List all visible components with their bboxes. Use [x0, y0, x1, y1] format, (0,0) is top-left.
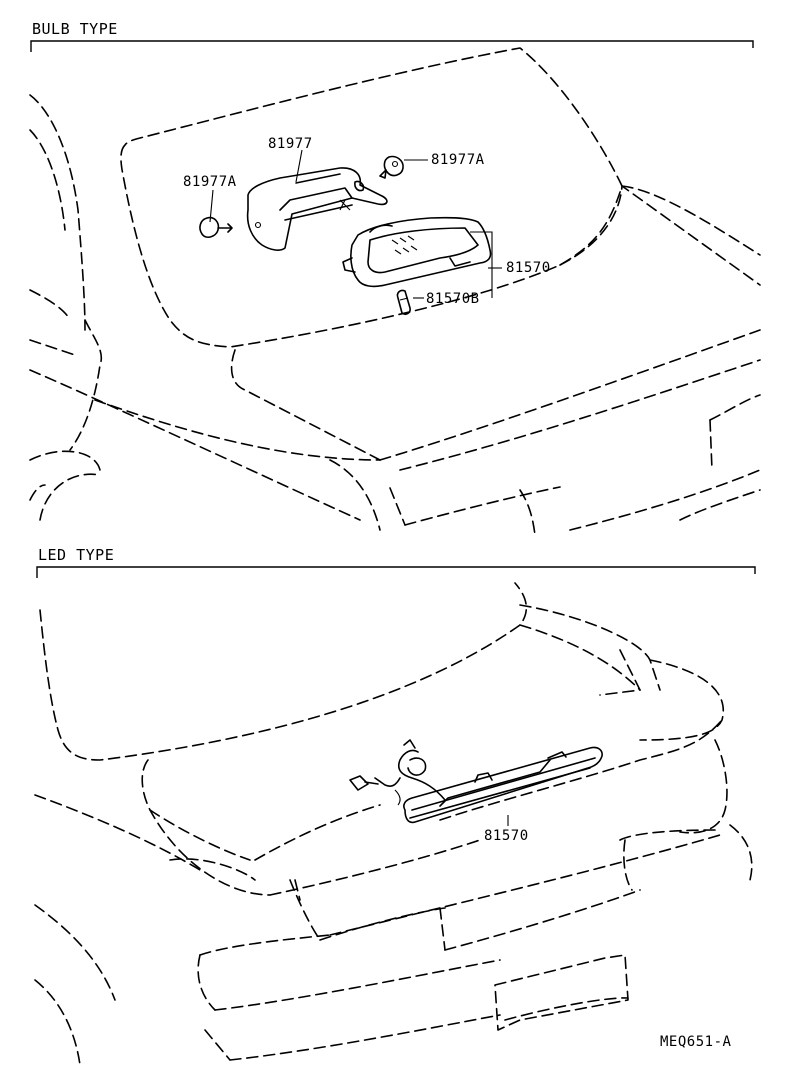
bulb-type-title: BULB TYPE: [32, 20, 118, 38]
led-section-bracket: [36, 566, 756, 578]
led-type-section: LED TYPE: [34, 546, 756, 1066]
bulb-section-bracket: [30, 40, 754, 52]
part-number-81977a-right: 81977A: [431, 152, 485, 168]
bulb-clip-right: [379, 155, 404, 179]
diagram-code: MEQ651-A: [660, 1034, 732, 1050]
bulb-lamp-cover: [246, 167, 388, 251]
bulb-clip-left: [199, 216, 233, 239]
led-lamp-assembly: [349, 739, 603, 824]
led-car-outline: [34, 582, 753, 1066]
leader-81570-bracket: [470, 231, 493, 298]
bulb-car-outline: [29, 47, 761, 536]
leader-81977: [295, 149, 303, 183]
bulb-type-section: BULB TYPE: [29, 20, 761, 536]
part-number-81977: 81977: [268, 136, 313, 152]
part-number-81570-led: 81570: [484, 828, 529, 844]
part-number-81977a-left: 81977A: [183, 174, 237, 190]
bulb-81570b: [396, 289, 411, 315]
leader-81977a-left: [209, 189, 214, 223]
led-type-title: LED TYPE: [38, 546, 114, 564]
bulb-lamp-assembly: [342, 216, 492, 288]
part-number-81570b: 81570B: [426, 291, 480, 307]
part-number-81570-bulb: 81570: [506, 260, 551, 276]
